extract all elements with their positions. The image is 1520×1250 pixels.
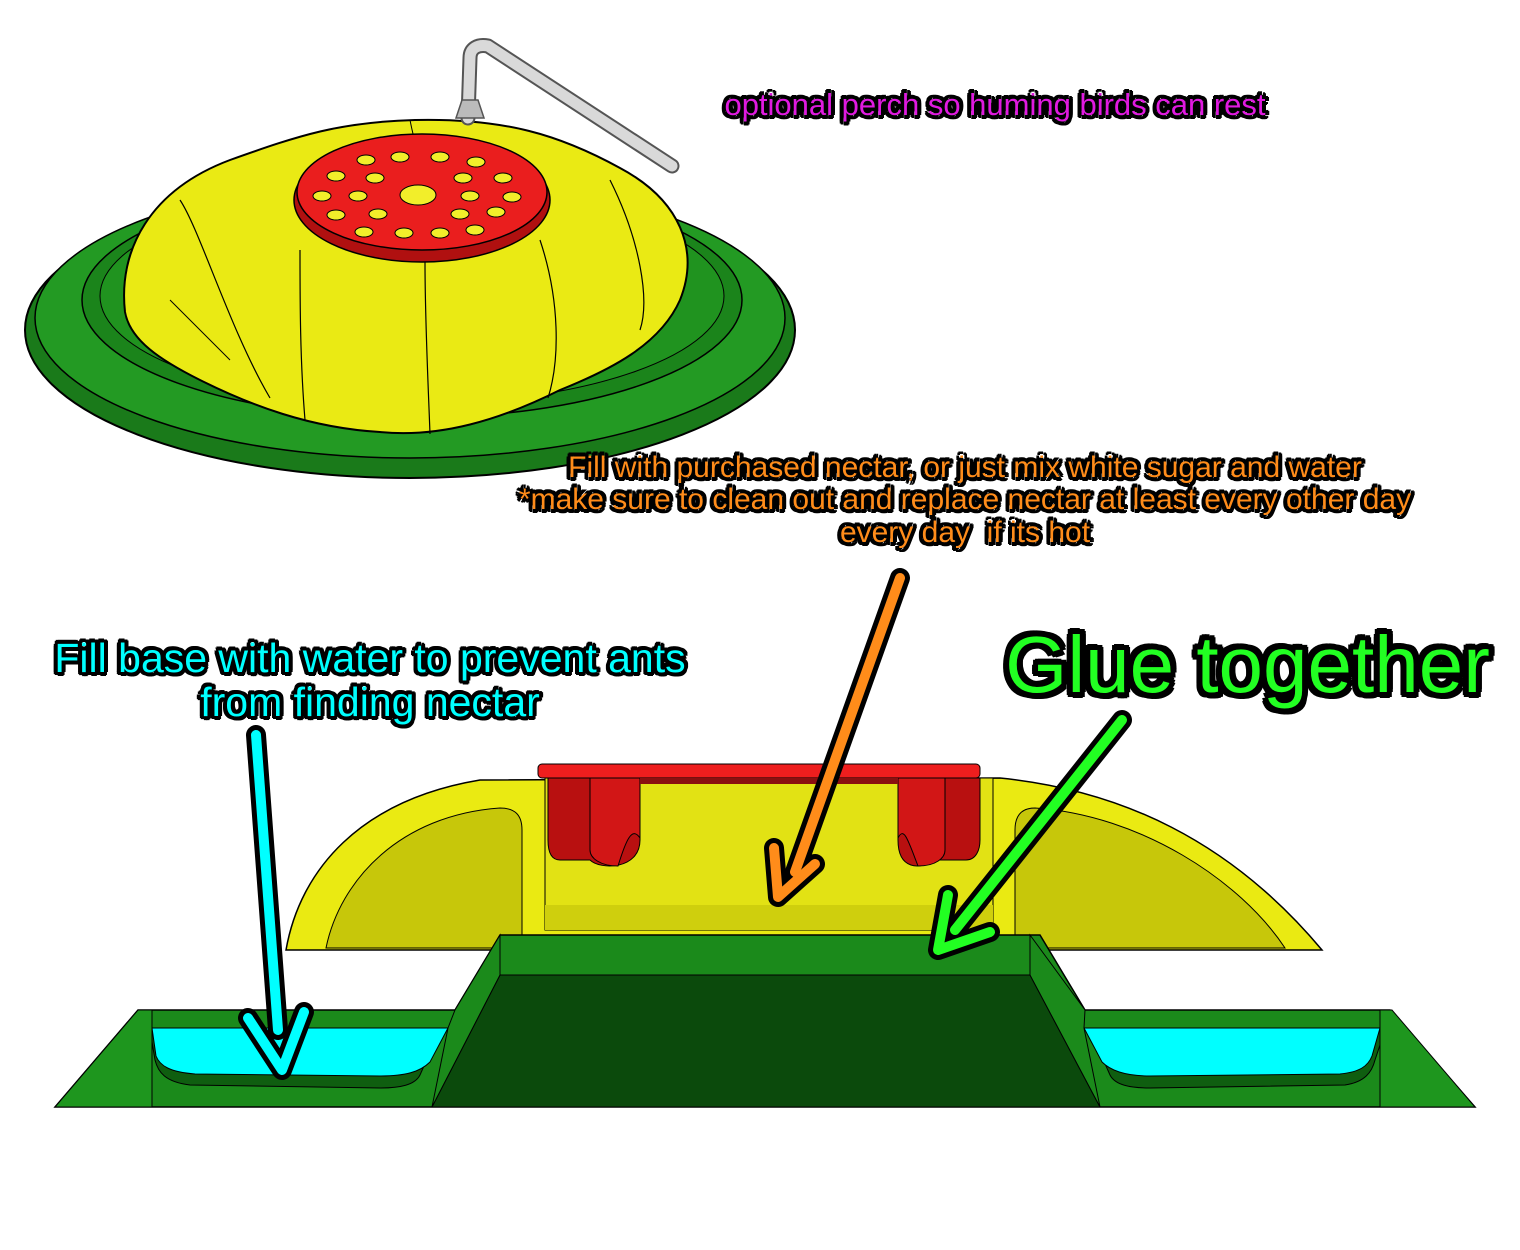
red-cap-3d: [293, 133, 551, 263]
arrow-water: [238, 725, 314, 1080]
arrow-nectar: [764, 568, 910, 907]
nectar-annotation-line1: Fill with purchased nectar, or just mix …: [568, 451, 1362, 484]
water-left: [151, 1027, 449, 1077]
water-annotation: Fill base with water to prevent ants fro…: [20, 636, 720, 725]
perch-annotation: optional perch so huming birds can rest: [690, 88, 1300, 121]
feeder-3d-view: [24, 38, 796, 479]
arrow-glue: [928, 710, 1132, 960]
perch-3d: [454, 38, 680, 174]
perch-annotation-text: optional perch so huming birds can rest: [724, 87, 1266, 122]
glue-annotation: Glue together: [975, 620, 1520, 709]
nectar-annotation-line2: *make sure to clean out and replace nect…: [518, 483, 1412, 517]
water-right: [1083, 1027, 1381, 1077]
nectar-annotation: Fill with purchased nectar, or just mix …: [470, 451, 1460, 549]
water-annotation-line2: from finding nectar: [200, 679, 540, 726]
glue-annotation-text: Glue together: [1005, 620, 1490, 709]
water-annotation-line1: Fill base with water to prevent ants: [54, 635, 686, 681]
cap-section: [537, 763, 981, 867]
nectar-annotation-line3: every day if its hot: [839, 515, 1091, 549]
base-section: [53, 933, 1477, 1108]
